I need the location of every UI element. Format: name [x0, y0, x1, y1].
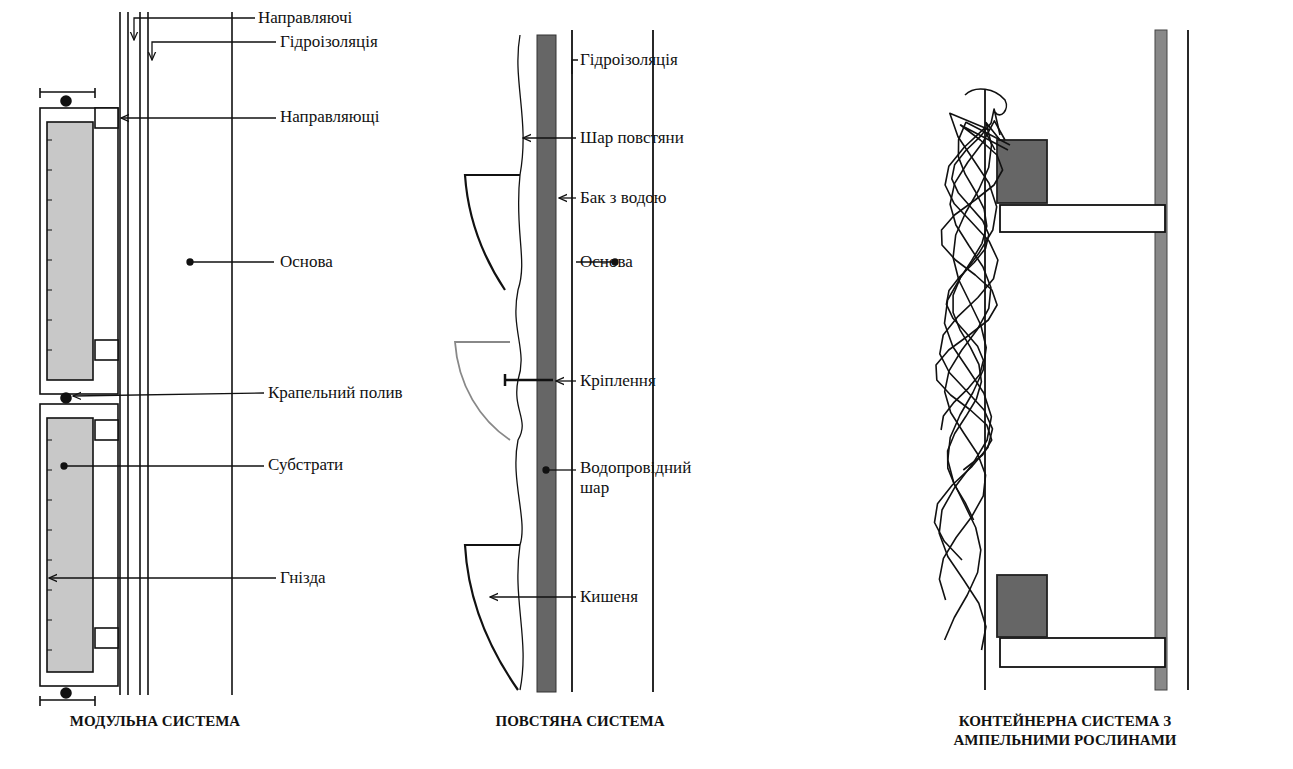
part-label: Гідроізоляція [280, 32, 378, 52]
vine-stroke [948, 122, 1010, 520]
system-caption: КОНТЕЙНЕРНА СИСТЕМА З АМПЕЛЬНИМИ РОСЛИНА… [930, 712, 1200, 750]
vine-stroke [941, 109, 1000, 430]
part-label: Кріплення [580, 371, 656, 391]
vine-stroke [935, 129, 998, 560]
system-caption: МОДУЛЬНА СИСТЕМА [30, 712, 280, 731]
part-label: Бак з водою [580, 188, 667, 208]
part-label: Основа [280, 252, 333, 272]
part-label: Субстрати [268, 455, 343, 475]
container-system [935, 30, 1189, 690]
part-label: Шар повстяни [580, 128, 684, 148]
vine-stroke [939, 113, 997, 650]
part-label: Кишеня [580, 587, 638, 607]
part-label: Направляючі [258, 8, 352, 28]
part-label: Гідроізоляція [580, 50, 678, 70]
part-label: Крапельний полив [268, 383, 403, 403]
part-label: Основа [580, 252, 633, 272]
modular-leaders [49, 18, 276, 578]
part-label: Водопровідний шар [580, 458, 705, 497]
vine-tip [965, 89, 1006, 115]
modular-system [40, 12, 232, 706]
vine-stroke [936, 125, 1008, 470]
part-label: Гнізда [280, 568, 326, 588]
system-caption: ПОВСТЯНА СИСТЕМА [455, 712, 705, 731]
part-label: Направляющі [280, 107, 379, 127]
